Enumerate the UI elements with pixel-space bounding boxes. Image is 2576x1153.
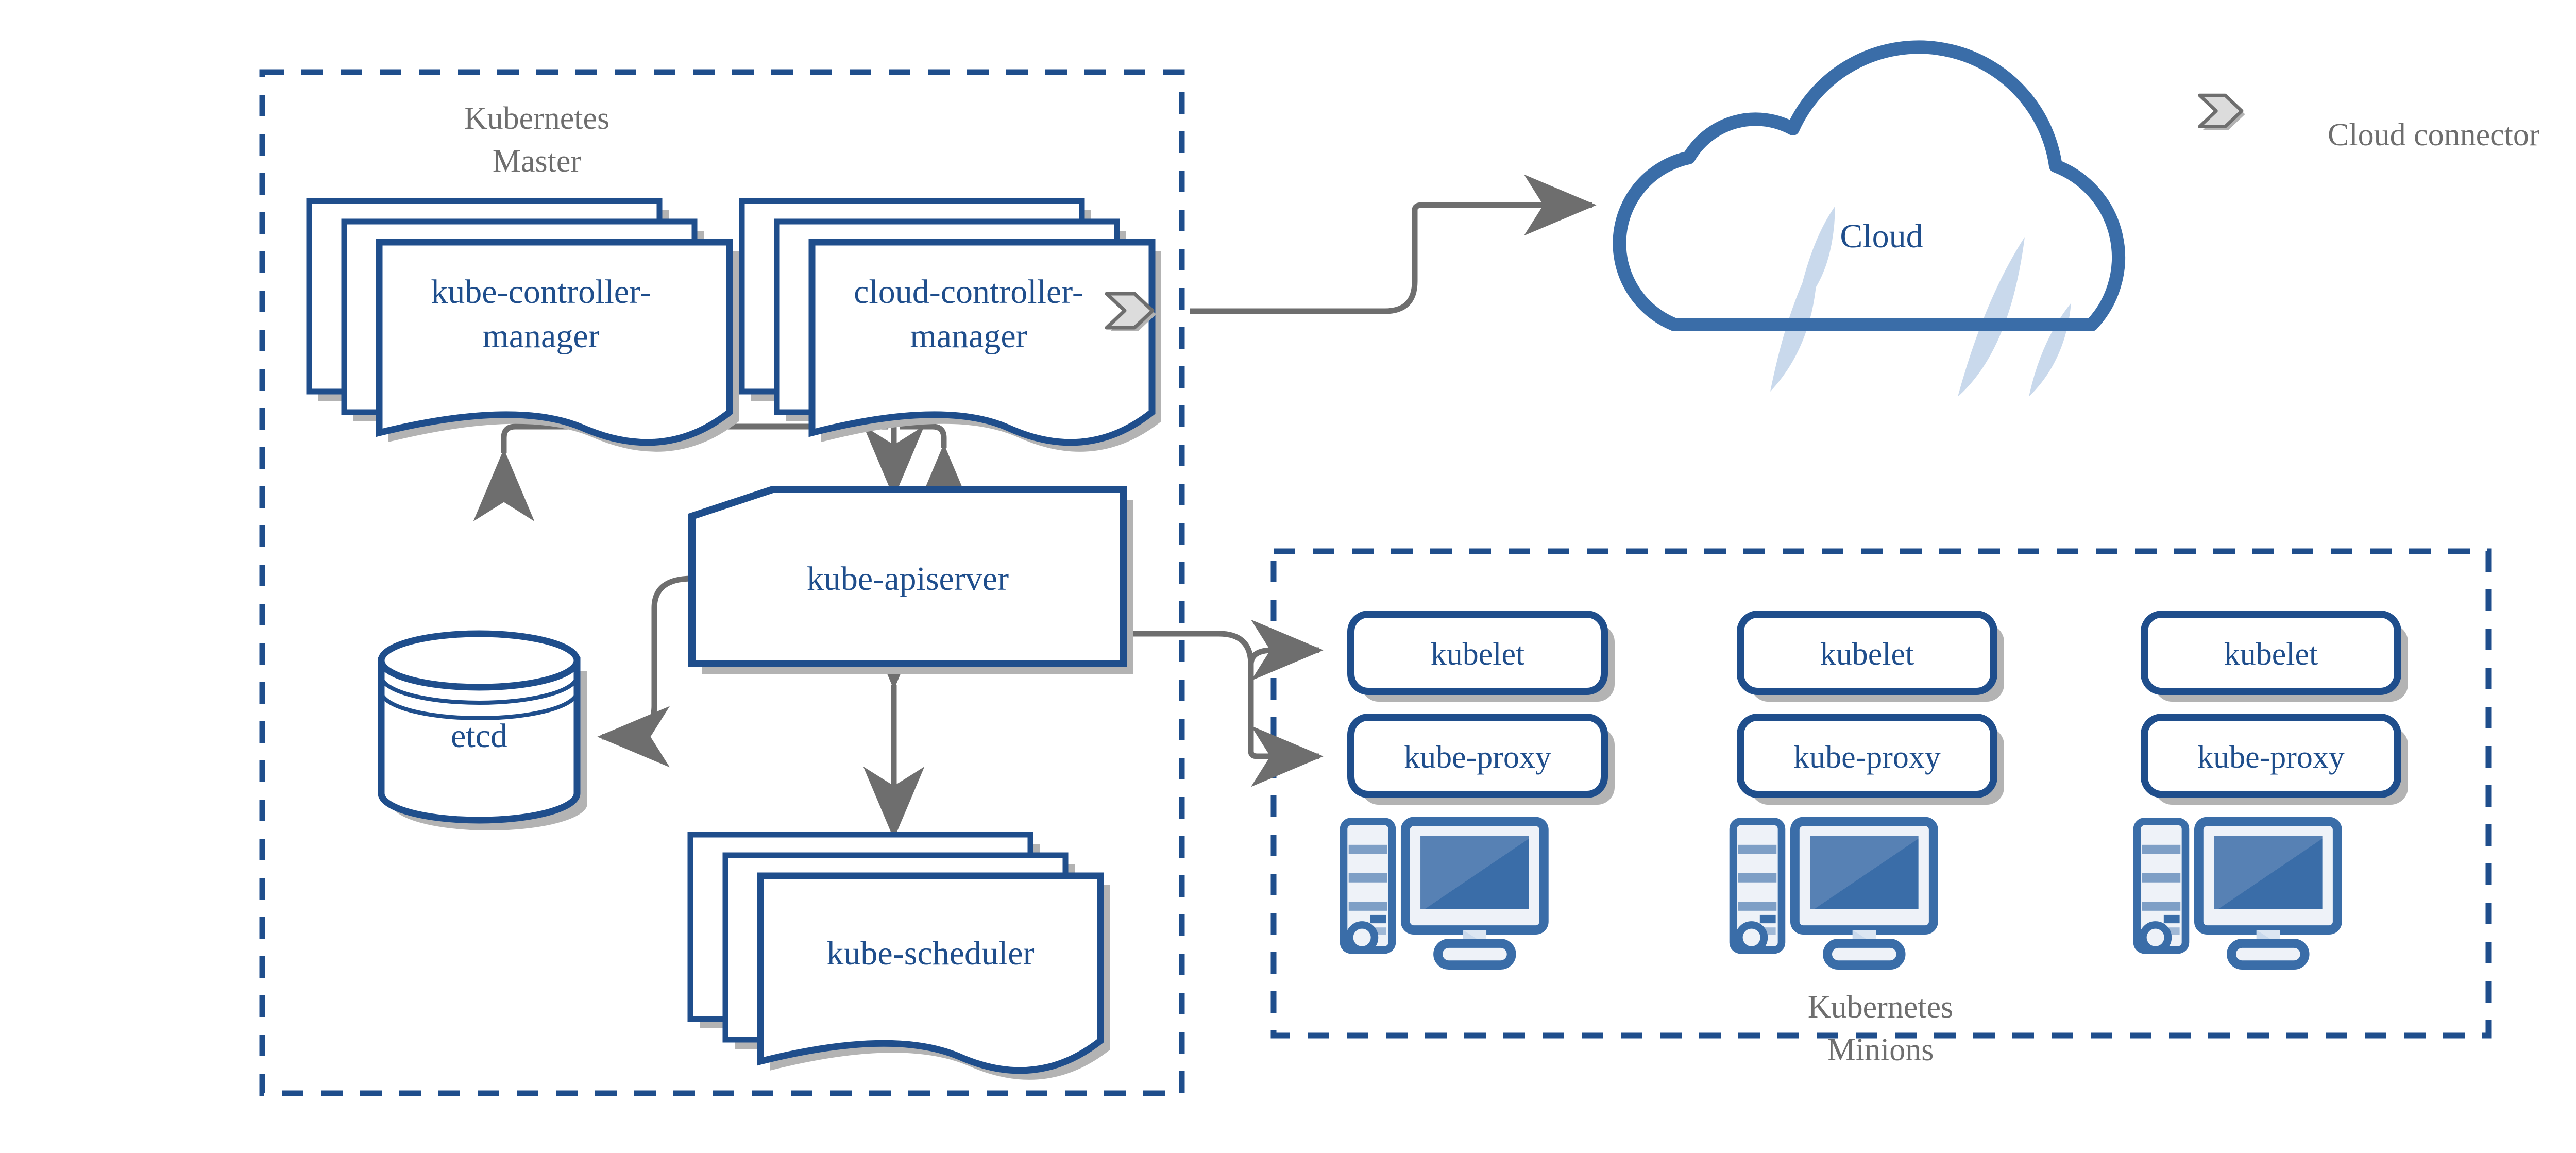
cloud-body: [1613, 40, 2125, 331]
master-dashed-border: [259, 69, 1185, 1096]
node-cloud[interactable]: Cloud: [1613, 40, 2125, 397]
connector-layer: [473, 174, 1597, 839]
m2-proxy-box: [1737, 714, 1997, 798]
etcd-top-ring-3: [379, 691, 579, 720]
m3-kubelet-box: [2141, 611, 2401, 695]
master-group-label-line2: Master: [493, 144, 582, 179]
minion-2-computer-icon: [1733, 821, 1934, 965]
minion-column-3: kubelet kube-proxy: [2137, 611, 2408, 965]
master-group-label-line1: Kubernetes: [464, 101, 609, 136]
minions-group-label-line1: Kubernetes: [1808, 990, 1953, 1025]
m3-kubelet-label: kubelet: [2224, 637, 2318, 672]
m1-kubelet-box: [1347, 611, 1608, 695]
etcd-top-ring-2: [379, 675, 579, 705]
node-kube-apiserver[interactable]: kube-apiserver: [688, 486, 1133, 674]
connector-kcm-to-apiserver: [473, 423, 888, 521]
ccm-label-line1: cloud-controller-: [854, 273, 1083, 311]
cloud-label: Cloud: [1840, 217, 1923, 255]
connector-ccm-to-cloud: [1190, 174, 1597, 314]
minions-group-label-line2: Minions: [1827, 1032, 1934, 1067]
node-cloud-controller-manager[interactable]: cloud-controller- manager: [739, 198, 1161, 452]
scheduler-sheet-front: [757, 872, 1104, 1074]
group-kubernetes-master: Kubernetes Master: [259, 69, 1185, 1096]
scheduler-label: kube-scheduler: [826, 935, 1034, 972]
kcm-sheet-front: [376, 239, 733, 446]
node-kube-controller-manager[interactable]: kube-controller- manager: [306, 198, 739, 452]
connector-ccm-to-join: [900, 423, 975, 516]
node-kube-scheduler[interactable]: kube-scheduler: [687, 832, 1110, 1080]
minion-1-kubelet[interactable]: kubelet: [1347, 611, 1615, 702]
minion-3-kube-proxy[interactable]: kube-proxy: [2141, 714, 2408, 805]
minion-3-computer-icon: [2137, 821, 2337, 965]
m2-proxy-label: kube-proxy: [1793, 740, 1941, 775]
node-etcd[interactable]: etcd: [378, 630, 587, 830]
apiserver-body: [688, 486, 1127, 667]
kcm-label-line1: kube-controller-: [431, 273, 651, 311]
connector-apiserver-to-etcd: [597, 548, 760, 768]
legend-cloud-connector-icon: [2199, 95, 2245, 130]
m2-kubelet-label: kubelet: [1820, 637, 1914, 672]
minion-2-kube-proxy[interactable]: kube-proxy: [1737, 714, 2004, 805]
minion-2-kubelet[interactable]: kubelet: [1737, 611, 2004, 702]
legend-cloud-connector-label: Cloud connector: [2328, 117, 2540, 152]
etcd-top-ring-1: [378, 630, 581, 691]
minion-column-1: kubelet kube-proxy: [1344, 611, 1615, 965]
minion-3-kubelet[interactable]: kubelet: [2141, 611, 2408, 702]
group-kubernetes-minions: Kubernetes Minions: [1270, 548, 2492, 1067]
m1-proxy-box: [1347, 714, 1608, 798]
kcm-label-line2: manager: [482, 317, 599, 355]
ccm-sheet-front: [808, 239, 1156, 446]
minion-column-2: kubelet kube-proxy: [1733, 611, 2004, 965]
minions-dashed-border: [1270, 548, 2492, 1039]
connector-branch-to-kubelet: [1248, 619, 1324, 681]
legend: Cloud connector: [2199, 95, 2540, 152]
apiserver-label: kube-apiserver: [807, 560, 1009, 598]
m3-proxy-label: kube-proxy: [2197, 740, 2345, 775]
ccm-label-line2: manager: [910, 317, 1027, 355]
etcd-label: etcd: [451, 717, 507, 755]
m1-kubelet-label: kubelet: [1431, 637, 1525, 672]
minion-1-computer-icon: [1344, 821, 1544, 965]
minion-1-kube-proxy[interactable]: kube-proxy: [1347, 714, 1615, 805]
m1-proxy-label: kube-proxy: [1404, 740, 1551, 775]
m3-proxy-box: [2141, 714, 2401, 798]
m2-kubelet-box: [1737, 611, 1997, 695]
